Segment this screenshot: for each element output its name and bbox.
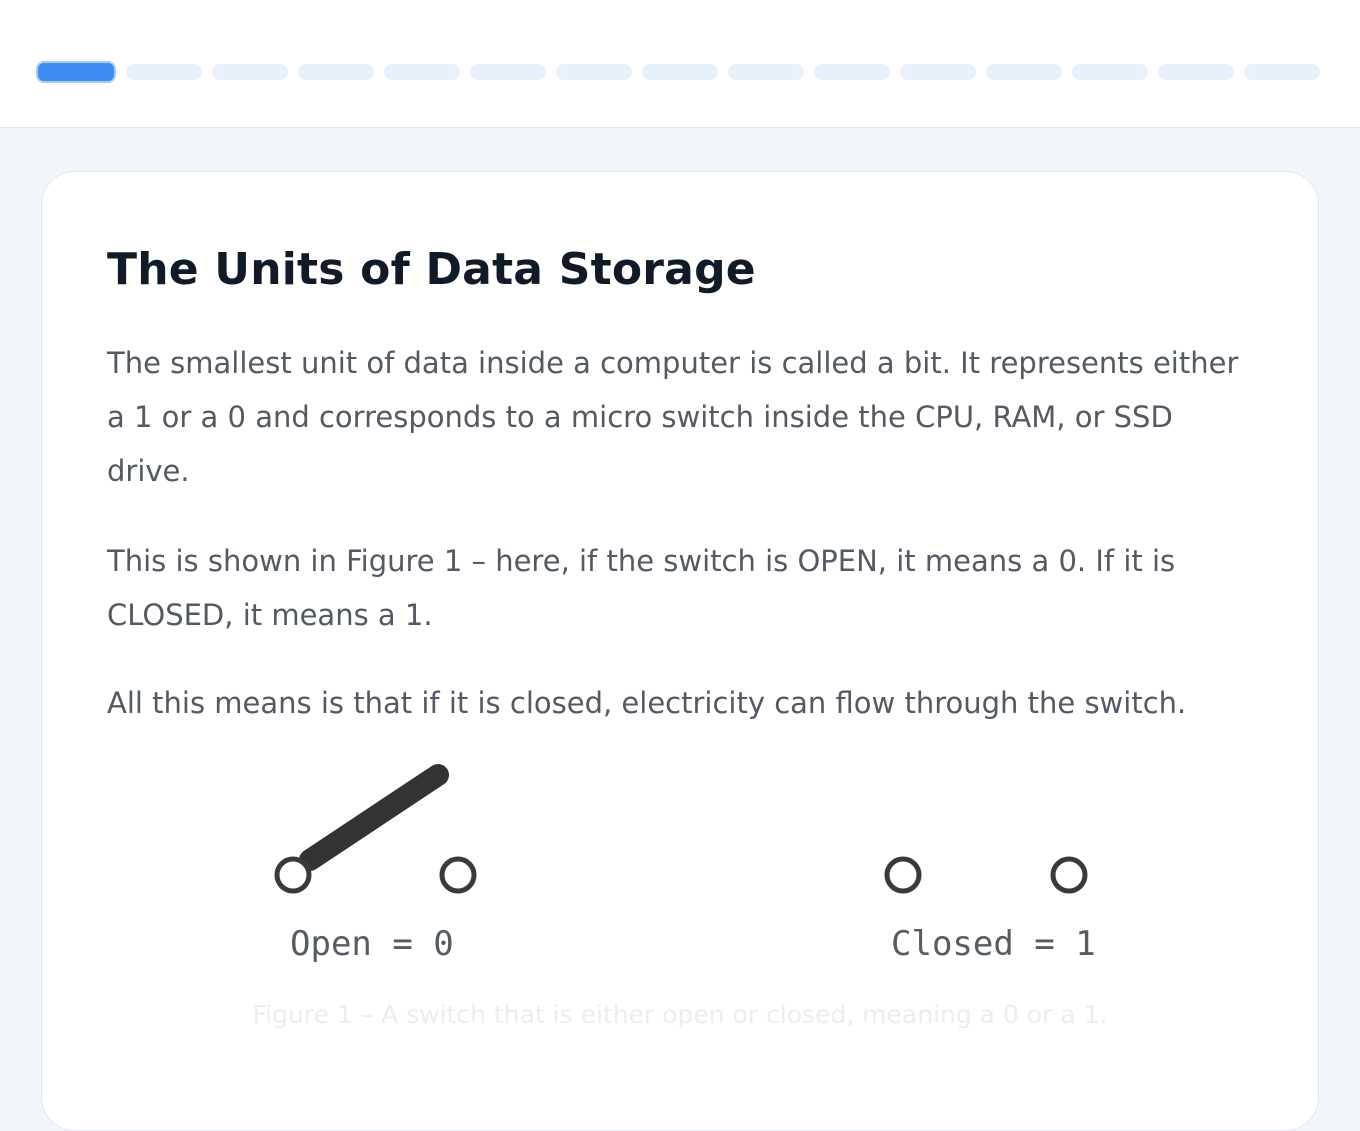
- progress-step-11[interactable]: [900, 64, 976, 80]
- open-switch-diagram: [106, 764, 655, 894]
- progress-step-14[interactable]: [1158, 64, 1234, 80]
- closed-switch-label: Closed = 1: [891, 924, 1096, 964]
- progress-step-5[interactable]: [384, 64, 460, 80]
- switch-figure: [106, 764, 1262, 894]
- open-switch-left-terminal: [274, 856, 312, 894]
- progress-step-4[interactable]: [298, 64, 374, 80]
- figure-caption: Figure 1 – A switch that is either open …: [252, 1000, 1108, 1029]
- open-switch-lever: [299, 764, 449, 871]
- progress-step-2[interactable]: [126, 64, 202, 80]
- open-switch-label: Open = 0: [290, 924, 454, 964]
- progress-step-3[interactable]: [212, 64, 288, 80]
- closed-switch-diagram: [716, 856, 1262, 894]
- progress-step-9[interactable]: [728, 64, 804, 80]
- progress-step-13[interactable]: [1072, 64, 1148, 80]
- closed-switch-left-terminal: [884, 856, 922, 894]
- lesson-card: The Units of Data Storage The smallest u…: [41, 171, 1319, 1131]
- open-switch-right-terminal: [439, 856, 477, 894]
- progress-step-15[interactable]: [1244, 64, 1320, 80]
- progress-step-12[interactable]: [986, 64, 1062, 80]
- lesson-paragraph-2: This is shown in Figure 1 – here, if the…: [107, 544, 1176, 632]
- progress-step-10[interactable]: [814, 64, 890, 80]
- lesson-title: The Units of Data Storage: [107, 244, 756, 295]
- progress-step-1[interactable]: [36, 61, 116, 83]
- closed-switch-right-terminal: [1050, 856, 1088, 894]
- top-bar: [0, 0, 1360, 128]
- lesson-paragraph-3: All this means is that if it is closed, …: [107, 686, 1187, 720]
- progress-step-8[interactable]: [642, 64, 718, 80]
- lesson-paragraph-1: The smallest unit of data inside a compu…: [107, 346, 1239, 488]
- progress-step-7[interactable]: [556, 64, 632, 80]
- progress-step-6[interactable]: [470, 64, 546, 80]
- lesson-progress-bar: [36, 60, 1322, 84]
